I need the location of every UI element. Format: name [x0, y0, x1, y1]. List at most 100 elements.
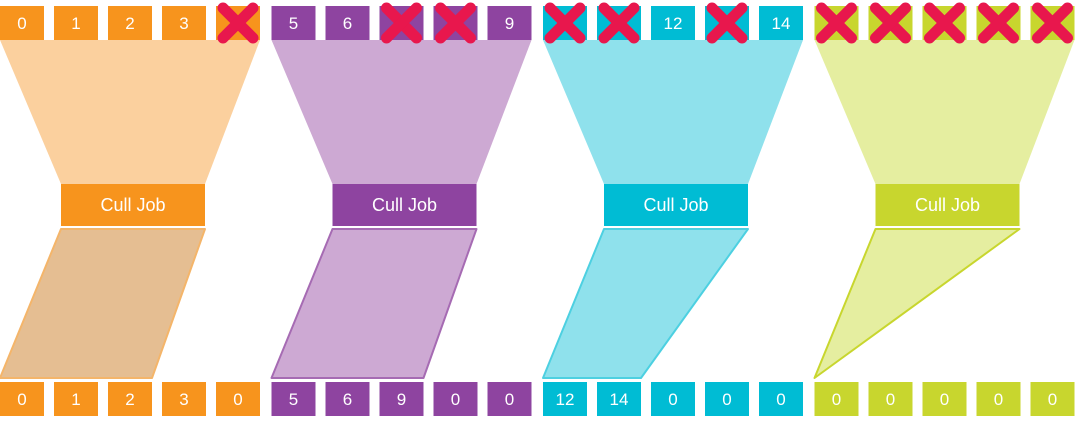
output-cell-label: 0: [994, 390, 1003, 409]
input-cell: [759, 6, 803, 40]
output-cell-label: 0: [451, 390, 460, 409]
input-cell-label: 0: [17, 14, 26, 33]
output-cell: [271, 382, 316, 416]
output-cell-label: 1: [71, 390, 80, 409]
cross-stroke-b: [924, 2, 965, 44]
culled-cross-icon: [816, 2, 857, 44]
output-cell-label: 5: [289, 390, 298, 409]
output-cell: [325, 382, 370, 416]
output-cell: [759, 382, 803, 416]
culled-cross-icon: [217, 2, 259, 44]
output-funnel: [270, 228, 478, 379]
output-cell-label: 14: [610, 390, 629, 409]
output-cell: [216, 382, 260, 416]
output-cell-label: 0: [886, 390, 895, 409]
input-cell: [487, 6, 532, 40]
output-cell-label: 0: [940, 390, 949, 409]
input-cell-label: 12: [664, 14, 683, 33]
cull-group-lime: Cull Job 0 0 0 0 0: [813, 2, 1075, 416]
culled-cross-icon: [706, 2, 748, 44]
output-cell: [108, 382, 152, 416]
output-funnel: [0, 228, 206, 379]
output-cell-label: 9: [397, 390, 406, 409]
input-cell: [54, 6, 98, 40]
output-cell: [379, 382, 424, 416]
culled-cross-icon: [1032, 2, 1073, 44]
input-cell: [651, 6, 695, 40]
input-cell: [271, 6, 316, 40]
input-cell-label: 2: [125, 14, 134, 33]
output-cell-label: 0: [722, 390, 731, 409]
cull-job-box: [61, 184, 205, 226]
cull-job-label: Cull Job: [372, 195, 437, 215]
cross-stroke-b: [435, 2, 476, 44]
culled-cross-icon: [978, 2, 1019, 44]
cross-stroke-b: [870, 2, 911, 44]
input-cell-label: 1: [71, 14, 80, 33]
cull-job-box: [604, 184, 748, 226]
output-cell-label: 0: [1048, 390, 1057, 409]
output-funnel: [542, 228, 749, 379]
output-cell: [868, 382, 913, 416]
input-cell-label: 14: [772, 14, 791, 33]
cull-job-label: Cull Job: [643, 195, 708, 215]
cross-stroke-b: [706, 2, 748, 44]
output-cell: [922, 382, 967, 416]
output-cell-label: 0: [832, 390, 841, 409]
output-cell: [487, 382, 532, 416]
output-cell: [54, 382, 98, 416]
output-cell: [814, 382, 859, 416]
cull-job-box: [875, 184, 1020, 226]
output-cell: [976, 382, 1021, 416]
output-cell: [162, 382, 206, 416]
input-funnel: [814, 40, 1075, 184]
output-cell-label: 0: [233, 390, 242, 409]
output-cell: [1030, 382, 1075, 416]
input-cell: [325, 6, 370, 40]
input-cell: [162, 6, 206, 40]
output-cell: [651, 382, 695, 416]
culled-cross-icon: [924, 2, 965, 44]
input-funnel: [543, 40, 803, 184]
output-cell-label: 12: [556, 390, 575, 409]
input-funnel: [0, 40, 260, 184]
cross-stroke-b: [1032, 2, 1073, 44]
output-cell: [543, 382, 587, 416]
output-cell-label: 0: [668, 390, 677, 409]
output-cell-label: 2: [125, 390, 134, 409]
cross-stroke-b: [544, 2, 586, 44]
culled-cross-icon: [870, 2, 911, 44]
cross-stroke-b: [598, 2, 640, 44]
input-cell-label: 9: [505, 14, 514, 33]
cross-stroke-b: [381, 2, 422, 44]
output-cell: [705, 382, 749, 416]
input-cell-label: 5: [289, 14, 298, 33]
cross-stroke-b: [978, 2, 1019, 44]
cull-job-box: [332, 184, 477, 226]
input-cell: [108, 6, 152, 40]
output-cell: [433, 382, 478, 416]
output-cell-label: 6: [343, 390, 352, 409]
input-funnel: [271, 40, 532, 184]
input-cell-label: 3: [179, 14, 188, 33]
cull-job-label: Cull Job: [915, 195, 980, 215]
output-cell-label: 0: [17, 390, 26, 409]
output-cell-label: 0: [505, 390, 514, 409]
input-cell: [0, 6, 44, 40]
output-cell-label: 0: [776, 390, 785, 409]
output-cell-label: 3: [179, 390, 188, 409]
culled-cross-icon: [435, 2, 476, 44]
culled-cross-icon: [381, 2, 422, 44]
culled-cross-icon: [598, 2, 640, 44]
cross-stroke-b: [816, 2, 857, 44]
output-funnel: [813, 228, 1021, 379]
culled-cross-icon: [544, 2, 586, 44]
cull-job-label: Cull Job: [100, 195, 165, 215]
output-cell: [597, 382, 641, 416]
input-cell-label: 6: [343, 14, 352, 33]
